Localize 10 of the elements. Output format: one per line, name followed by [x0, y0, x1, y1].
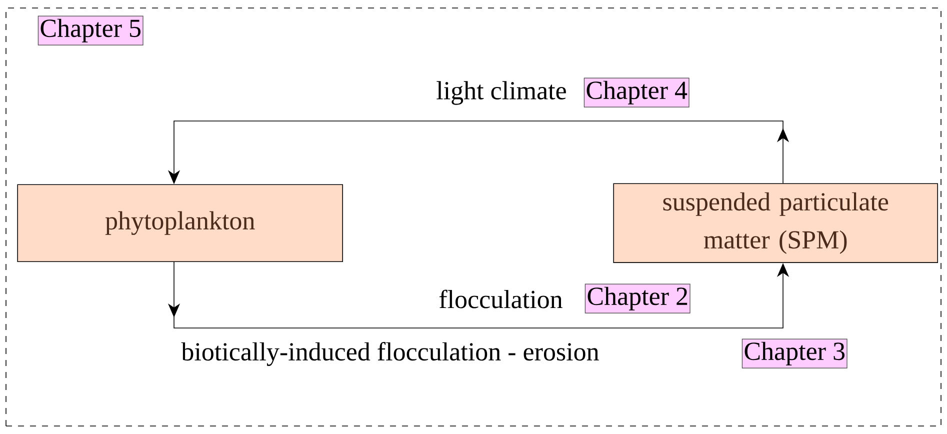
chapter-tag: Chapter 5: [38, 16, 144, 46]
process-box: suspended particulate matter (SPM): [613, 183, 938, 263]
dashed-frame: [6, 8, 942, 426]
process-label: biotically-induced flocculation - erosion: [181, 342, 599, 366]
process-box: phytoplankton: [17, 184, 343, 262]
chapter-tag: Chapter 3: [742, 338, 848, 368]
chapter-tag: Chapter 2: [584, 284, 690, 314]
edge-label: flocculation: [438, 288, 564, 310]
chapter-tag: Chapter 4: [584, 78, 690, 108]
edge-label: light climate: [435, 80, 568, 106]
